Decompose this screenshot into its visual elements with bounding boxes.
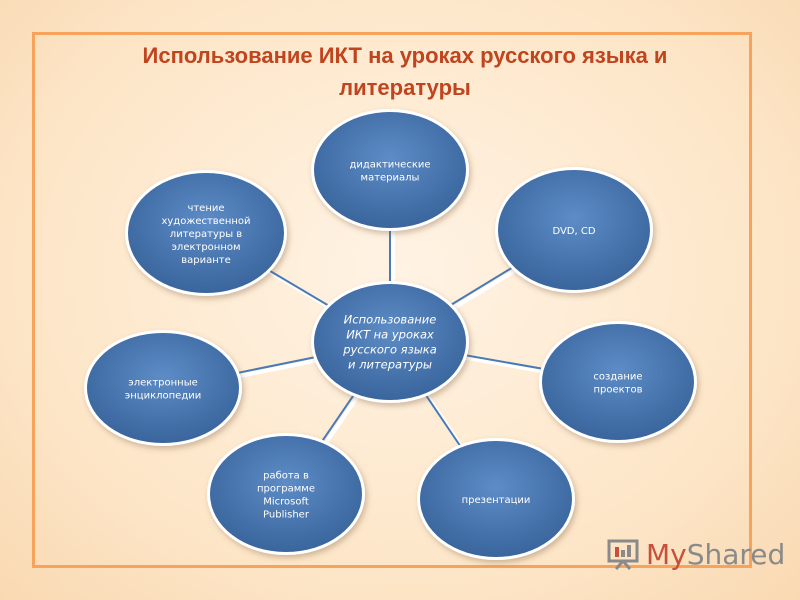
node-reading-label-line: электронном <box>171 242 240 253</box>
center-node-label-line: ИКТ на уроках <box>346 328 434 342</box>
node-didactic-label-line: материалы <box>361 173 420 184</box>
node-encyclopedias-shape <box>87 333 239 443</box>
center-node-label-line: Использование <box>344 313 437 327</box>
watermark: MyShared <box>606 536 785 572</box>
node-publisher-label-line: программе <box>257 484 315 495</box>
node-publisher-label-line: работа в <box>263 471 309 482</box>
node-dvd-shape <box>498 170 650 290</box>
presentation-board-icon <box>607 539 639 570</box>
node-encyclopedias-label-line: энциклопедии <box>125 391 201 402</box>
center-node-label-line: и литературы <box>348 358 432 372</box>
node-dvd: DVD, CD <box>495 167 653 293</box>
node-publisher-shape <box>210 436 362 552</box>
node-reading-shape <box>128 173 284 293</box>
slide-title: Использование ИКТ на уроках русского язы… <box>40 40 770 104</box>
watermark-text: MyShared <box>646 538 785 571</box>
center-node-shape <box>314 284 466 400</box>
node-projects-shape <box>542 324 694 440</box>
node-publisher-label-line: Microsoft <box>263 497 309 508</box>
node-projects: создание проектов <box>539 321 697 443</box>
watermark-brand-b: Shared <box>686 537 786 571</box>
node-publisher-label-line: Publisher <box>263 510 310 521</box>
node-presentations-shape <box>420 441 572 557</box>
title-line-1: Использование ИКТ на уроках русского язы… <box>142 43 668 68</box>
slide-frame <box>32 32 752 568</box>
watermark-brand-a: My <box>646 537 687 571</box>
node-presentations-label-line: презентации <box>462 495 531 506</box>
node-encyclopedias-label-line: электронные <box>128 378 198 389</box>
center-node-label-line: русского языка <box>342 343 437 357</box>
node-presentations: презентации <box>417 438 575 560</box>
node-projects-label-line: создание <box>593 372 642 383</box>
node-projects-label-line: проектов <box>593 385 642 396</box>
node-didactic: дидактические материалы <box>311 109 469 231</box>
node-dvd-label-line: DVD, CD <box>552 226 595 237</box>
node-didactic-shape <box>314 112 466 228</box>
node-reading-label-line: художественной <box>161 216 250 227</box>
node-reading: чтение художественной литературы в электрон… <box>125 170 287 296</box>
node-reading-label-line: чтение <box>187 203 224 214</box>
node-didactic-label-line: дидактические <box>349 160 430 171</box>
node-reading-label-line: варианте <box>181 255 231 266</box>
node-encyclopedias: электронные энциклопедии <box>84 330 242 446</box>
node-reading-label-line: литературы в <box>170 229 243 240</box>
title-line-2: литературы <box>339 75 471 100</box>
